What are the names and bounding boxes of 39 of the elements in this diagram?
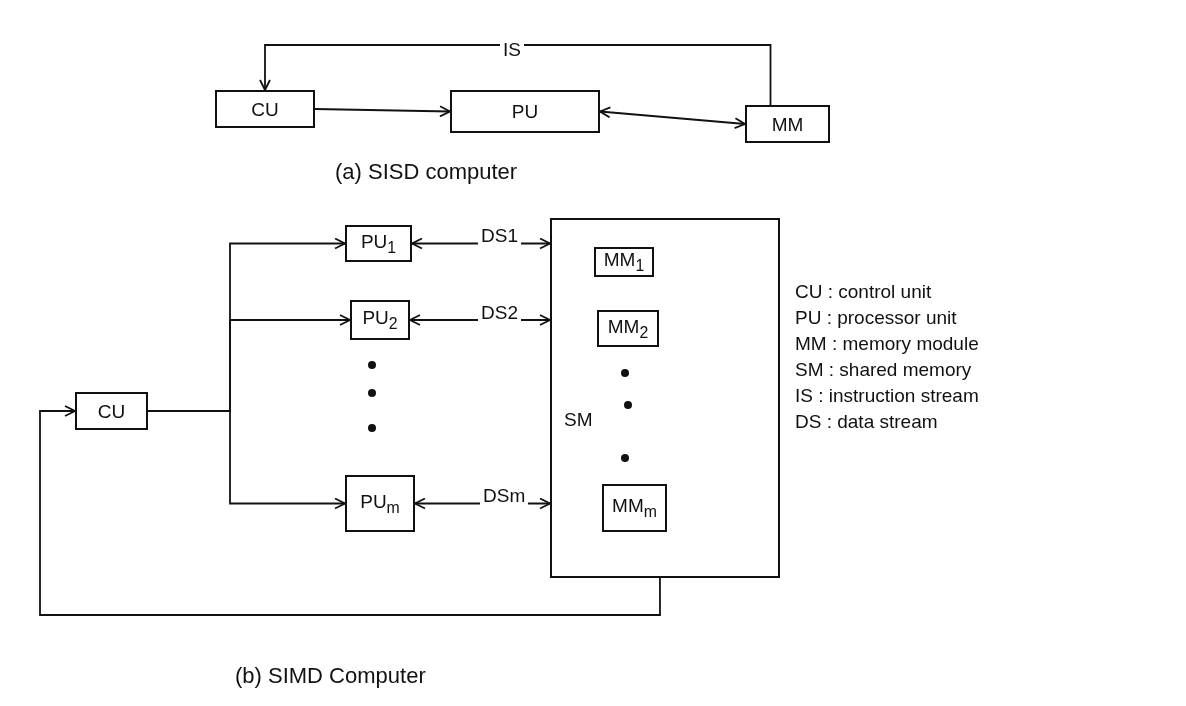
arrow — [147, 410, 346, 510]
figure-caption: (a) SISD computer — [335, 160, 518, 185]
legend-entry: MM : memory module — [795, 334, 979, 355]
node-label: MM$_{1}$ — [603, 250, 645, 274]
edge-label: IS — [500, 40, 524, 59]
arrow — [259, 44, 772, 106]
node-label: SM — [564, 410, 593, 429]
legend-entry: IS : instruction stream — [795, 386, 979, 407]
unit-box — [215, 90, 315, 128]
arrow — [599, 106, 746, 129]
arrow — [39, 405, 661, 616]
unit-box — [345, 475, 415, 532]
node-label: MM$_{m}$ — [612, 496, 657, 520]
unit-box — [602, 484, 667, 532]
unit-box — [345, 225, 412, 262]
legend-entry: SM : shared memory — [795, 360, 972, 381]
legend-entry: DS : data stream — [795, 412, 938, 433]
node-label: MM — [771, 114, 804, 134]
legend-entry: CU : control unit — [795, 282, 932, 303]
node-label: PU$_{m}$ — [360, 491, 400, 516]
edge-label: DS2 — [478, 303, 521, 322]
unit-box — [594, 247, 654, 277]
figure-caption: (b) SIMD Computer — [235, 664, 426, 689]
arrow — [314, 105, 451, 118]
unit-box — [597, 310, 659, 347]
node-label: PU$_{2}$ — [362, 308, 398, 332]
node-label: CU — [97, 401, 126, 421]
node-label: CU — [251, 99, 279, 119]
edge-label: DS1 — [478, 226, 521, 245]
node-label: MM$_{2}$ — [607, 316, 649, 341]
node-label: PU$_{1}$ — [360, 231, 397, 256]
edge-label: DSm — [480, 486, 529, 505]
node-label: PU — [511, 102, 539, 121]
legend-entry: PU : processor unit — [795, 308, 957, 329]
unit-box — [745, 105, 830, 143]
shared-memory-box — [550, 218, 780, 578]
unit-box — [350, 300, 410, 340]
unit-box — [75, 392, 148, 430]
unit-box — [450, 90, 600, 133]
